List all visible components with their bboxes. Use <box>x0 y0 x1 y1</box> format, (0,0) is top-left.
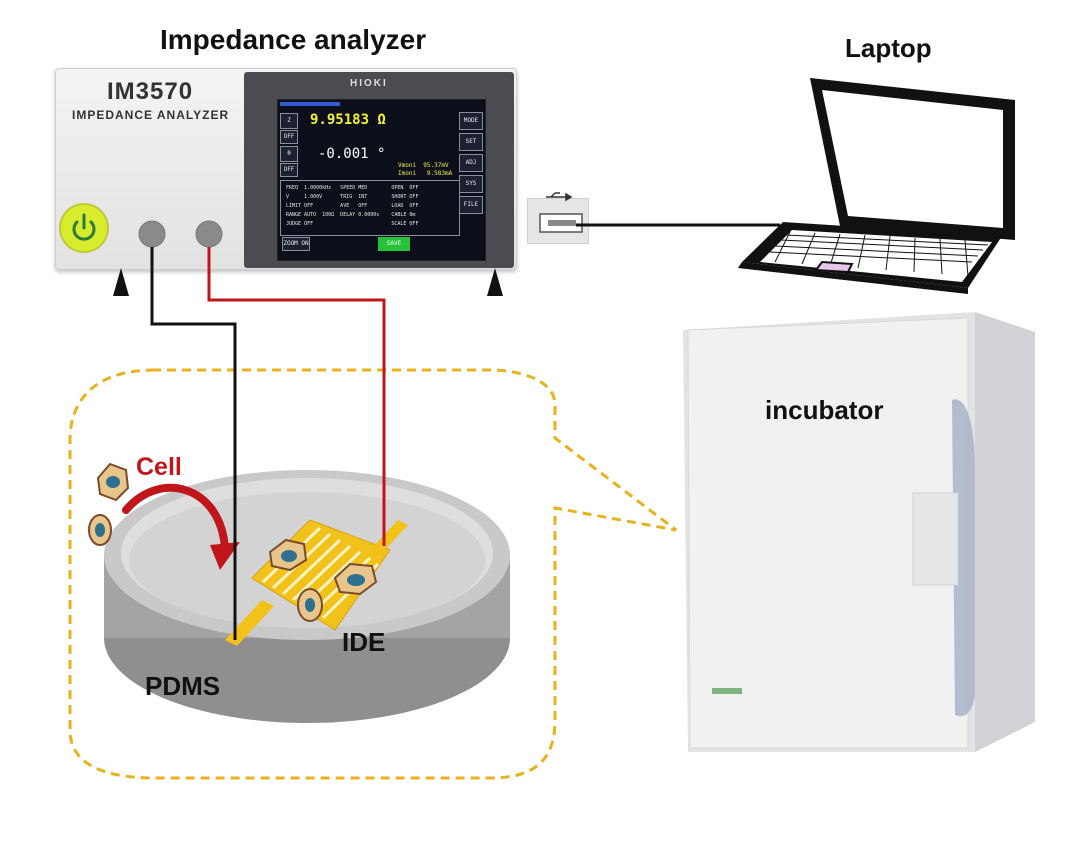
param1-off-button[interactable]: OFF <box>280 130 298 144</box>
usb-icon <box>546 192 573 202</box>
callout-outline <box>68 368 677 780</box>
cell-label: Cell <box>136 453 182 481</box>
red-terminal[interactable] <box>195 220 223 248</box>
screen-status-bar <box>280 102 340 106</box>
usb-slot-inner <box>548 220 576 226</box>
setting-line: V 1.000V TRIG INT SHORT OFF <box>286 194 419 200</box>
analyzer-foot <box>487 268 503 296</box>
laptop-title: Laptop <box>845 33 932 63</box>
save-button[interactable]: SAVE <box>378 237 410 251</box>
cell-arrow-head <box>210 542 240 570</box>
pdms-label: PDMS <box>145 671 221 701</box>
set-button[interactable]: SET <box>459 133 483 151</box>
sys-button[interactable]: SYS <box>459 175 483 193</box>
vmon-reading: Vmoni 95.37mV <box>398 162 449 169</box>
imon-reading: Imoni 9.583mA <box>398 170 453 177</box>
analyzer-model: IM3570 <box>107 78 194 105</box>
mode-button[interactable]: MODE <box>459 112 483 130</box>
file-button[interactable]: FILE <box>459 196 483 214</box>
param1-button[interactable]: Z <box>280 113 298 129</box>
incubator-badge <box>712 688 742 694</box>
analyzer-foot <box>113 268 129 296</box>
cell <box>96 462 130 502</box>
power-button[interactable] <box>59 203 109 253</box>
ide-label: IDE <box>342 627 386 657</box>
setting-line: JUDGE OFF SCALE OFF <box>286 221 419 227</box>
param2-button[interactable]: θ <box>280 146 298 162</box>
param2-off-button[interactable]: OFF <box>280 163 298 177</box>
red-probe-wire <box>207 247 386 546</box>
laptop <box>738 78 1015 294</box>
setting-line: LIMIT OFF AVE OFF LOAD OFF <box>286 203 419 209</box>
incubator-label: incubator <box>765 395 884 425</box>
black-terminal[interactable] <box>138 220 166 248</box>
cell <box>297 588 323 622</box>
zoom-button[interactable]: ZOOM ON <box>282 237 310 251</box>
cell <box>88 514 112 546</box>
cell <box>333 562 378 596</box>
setting-line: FREQ 1.0000kHz SPEED MED OPEN OFF <box>286 185 419 191</box>
adj-button[interactable]: ADJ <box>459 154 483 172</box>
param1-value: 9.95183 Ω <box>310 112 386 128</box>
analyzer-model-subtitle: IMPEDANCE ANALYZER <box>72 108 230 122</box>
cell-arrow <box>122 483 229 552</box>
settings-panel: FREQ 1.0000kHz SPEED MED OPEN OFF V 1.00… <box>280 180 460 236</box>
cell <box>268 538 308 572</box>
setting-line: RANGE AUTO 100Ω DELAY 0.0000s CABLE 0m <box>286 212 416 218</box>
analyzer-screen: Z OFF 9.95183 Ω θ OFF -0.001 ° Vmoni 95.… <box>277 99 486 261</box>
black-probe-wire <box>150 247 237 640</box>
param2-value: -0.001 ° <box>318 146 386 162</box>
impedance-analyzer-title: Impedance analyzer <box>160 24 427 55</box>
incubator <box>683 312 1035 752</box>
power-icon <box>72 213 96 241</box>
analyzer-brand: HIOKI <box>350 78 388 89</box>
